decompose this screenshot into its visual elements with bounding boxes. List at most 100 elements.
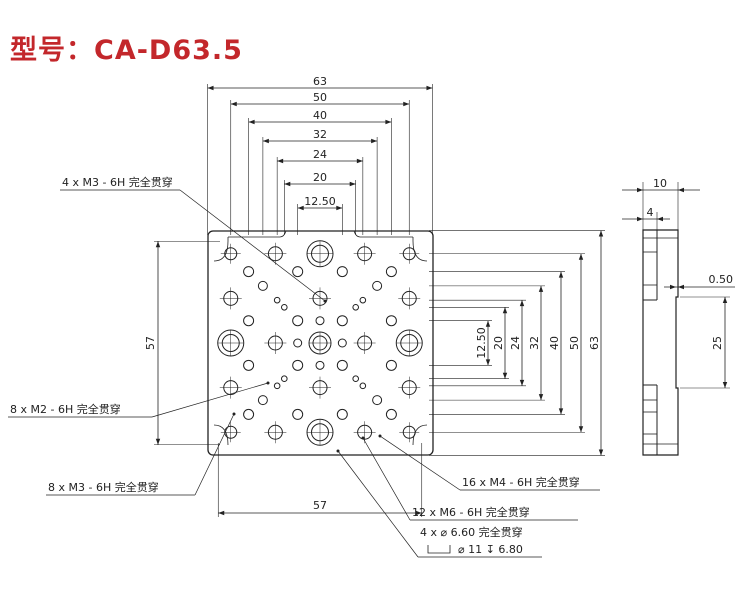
leader-line xyxy=(379,435,461,491)
right-dim-label: 20 xyxy=(492,336,505,350)
m3-hole xyxy=(257,280,268,291)
callout-12x-m6: 12 x M6 - 6H 完全贯穿 xyxy=(412,505,530,519)
side-width-label: 10 xyxy=(653,177,667,190)
m4-hole xyxy=(336,315,348,327)
m4-hole xyxy=(385,408,397,420)
arrow-head xyxy=(230,101,237,107)
arrow-head xyxy=(297,205,304,211)
top-dim-label: 50 xyxy=(313,91,327,104)
m3-hole xyxy=(372,395,383,406)
callout-8x-m3: 8 x M3 - 6H 完全贯穿 xyxy=(48,480,159,494)
top-dim-label: 63 xyxy=(313,75,327,88)
arrow-head xyxy=(637,216,643,222)
arrow-head xyxy=(538,285,544,292)
m4-hole xyxy=(292,408,304,420)
m2-hole xyxy=(281,375,288,383)
m2-hole xyxy=(359,296,367,304)
m4-hole xyxy=(243,408,255,420)
callout-8x-m2: 8 x M2 - 6H 完全贯穿 xyxy=(10,402,121,416)
arrow-head xyxy=(385,119,392,125)
right-dim-label: 24 xyxy=(509,336,522,350)
top-dim-label: 20 xyxy=(313,171,327,184)
leader-dot xyxy=(232,412,236,416)
right-dim-label: 32 xyxy=(528,336,541,350)
counterbore-symbol-icon xyxy=(427,545,451,554)
m3-hole xyxy=(372,280,383,291)
arrow-head xyxy=(284,181,291,187)
arrow-head xyxy=(248,119,255,125)
arrow-head xyxy=(637,187,643,193)
left-dim-label: 57 xyxy=(144,336,157,350)
leader-line xyxy=(337,450,419,558)
arrow-head xyxy=(578,253,584,260)
side-outline xyxy=(642,229,679,456)
plate-outline xyxy=(207,230,434,456)
right-dim-label: 63 xyxy=(588,336,601,350)
leader-dot xyxy=(361,436,365,440)
m3-hole xyxy=(257,395,268,406)
counterbore-outer xyxy=(306,240,334,268)
m4-hole xyxy=(243,315,255,327)
m4-hole xyxy=(385,359,397,371)
m4-hole xyxy=(292,359,304,371)
arrow-head xyxy=(277,158,284,164)
plate-edge-step xyxy=(228,230,413,238)
right-dim-label: 50 xyxy=(568,336,581,350)
m4-hole xyxy=(292,266,304,278)
arrow-head xyxy=(218,510,225,516)
m4-hole xyxy=(336,408,348,420)
arrow-head xyxy=(349,181,356,187)
callout-counterbore: ⌀ 11 ↧ 6.80 xyxy=(458,543,523,556)
m3-hole xyxy=(337,338,347,348)
callout-16x-m4: 16 x M4 - 6H 完全贯穿 xyxy=(462,475,580,489)
leader-line xyxy=(151,382,269,418)
leader-dot xyxy=(336,449,340,453)
counterbore-outer xyxy=(395,329,423,357)
top-dim-label: 12.50 xyxy=(304,195,336,208)
callout-4x-thru-hole: 4 x ⌀ 6.60 完全贯穿 xyxy=(420,525,523,539)
right-dim-label: 12.50 xyxy=(475,327,488,359)
leader-line xyxy=(362,437,411,521)
m4-hole xyxy=(336,359,348,371)
m4-hole xyxy=(292,315,304,327)
arrow-head xyxy=(578,426,584,433)
leader-line xyxy=(179,189,326,302)
m4-hole xyxy=(385,315,397,327)
m2-hole xyxy=(359,382,367,390)
top-dim-label: 40 xyxy=(313,109,327,122)
arrow-head xyxy=(657,216,663,222)
m4-hole xyxy=(243,359,255,371)
m4-hole xyxy=(385,266,397,278)
right-dim-label: 40 xyxy=(548,336,561,350)
arrow-head xyxy=(485,320,491,327)
side-step-label: 4 xyxy=(647,206,654,219)
arrow-head xyxy=(403,101,410,107)
bottom-dim-label: 57 xyxy=(313,499,327,512)
m3-hole xyxy=(315,316,325,326)
plate-side-view: 10 4 0.50 25 xyxy=(622,177,735,456)
arrow-head xyxy=(678,284,684,290)
leader-dot xyxy=(323,299,327,303)
arrow-head xyxy=(336,205,343,211)
arrow-head xyxy=(538,394,544,401)
arrow-head xyxy=(262,138,269,144)
m3-hole xyxy=(293,338,303,348)
arrow-head xyxy=(155,241,161,248)
arrow-head xyxy=(558,408,564,415)
model-title: 型号：CA-D63.5 xyxy=(10,35,243,66)
m4-hole xyxy=(336,266,348,278)
m2-hole xyxy=(273,296,281,304)
arrow-head xyxy=(722,297,728,303)
leader-line xyxy=(194,413,235,496)
arrow-head xyxy=(558,271,564,278)
arrow-head xyxy=(519,300,525,307)
side-recess-length-label: 25 xyxy=(711,336,724,350)
arrow-head xyxy=(519,379,525,386)
m2-hole xyxy=(281,304,288,311)
arrow-head xyxy=(356,158,363,164)
arrow-head xyxy=(598,230,604,237)
side-recess-depth-label: 0.50 xyxy=(709,273,734,286)
